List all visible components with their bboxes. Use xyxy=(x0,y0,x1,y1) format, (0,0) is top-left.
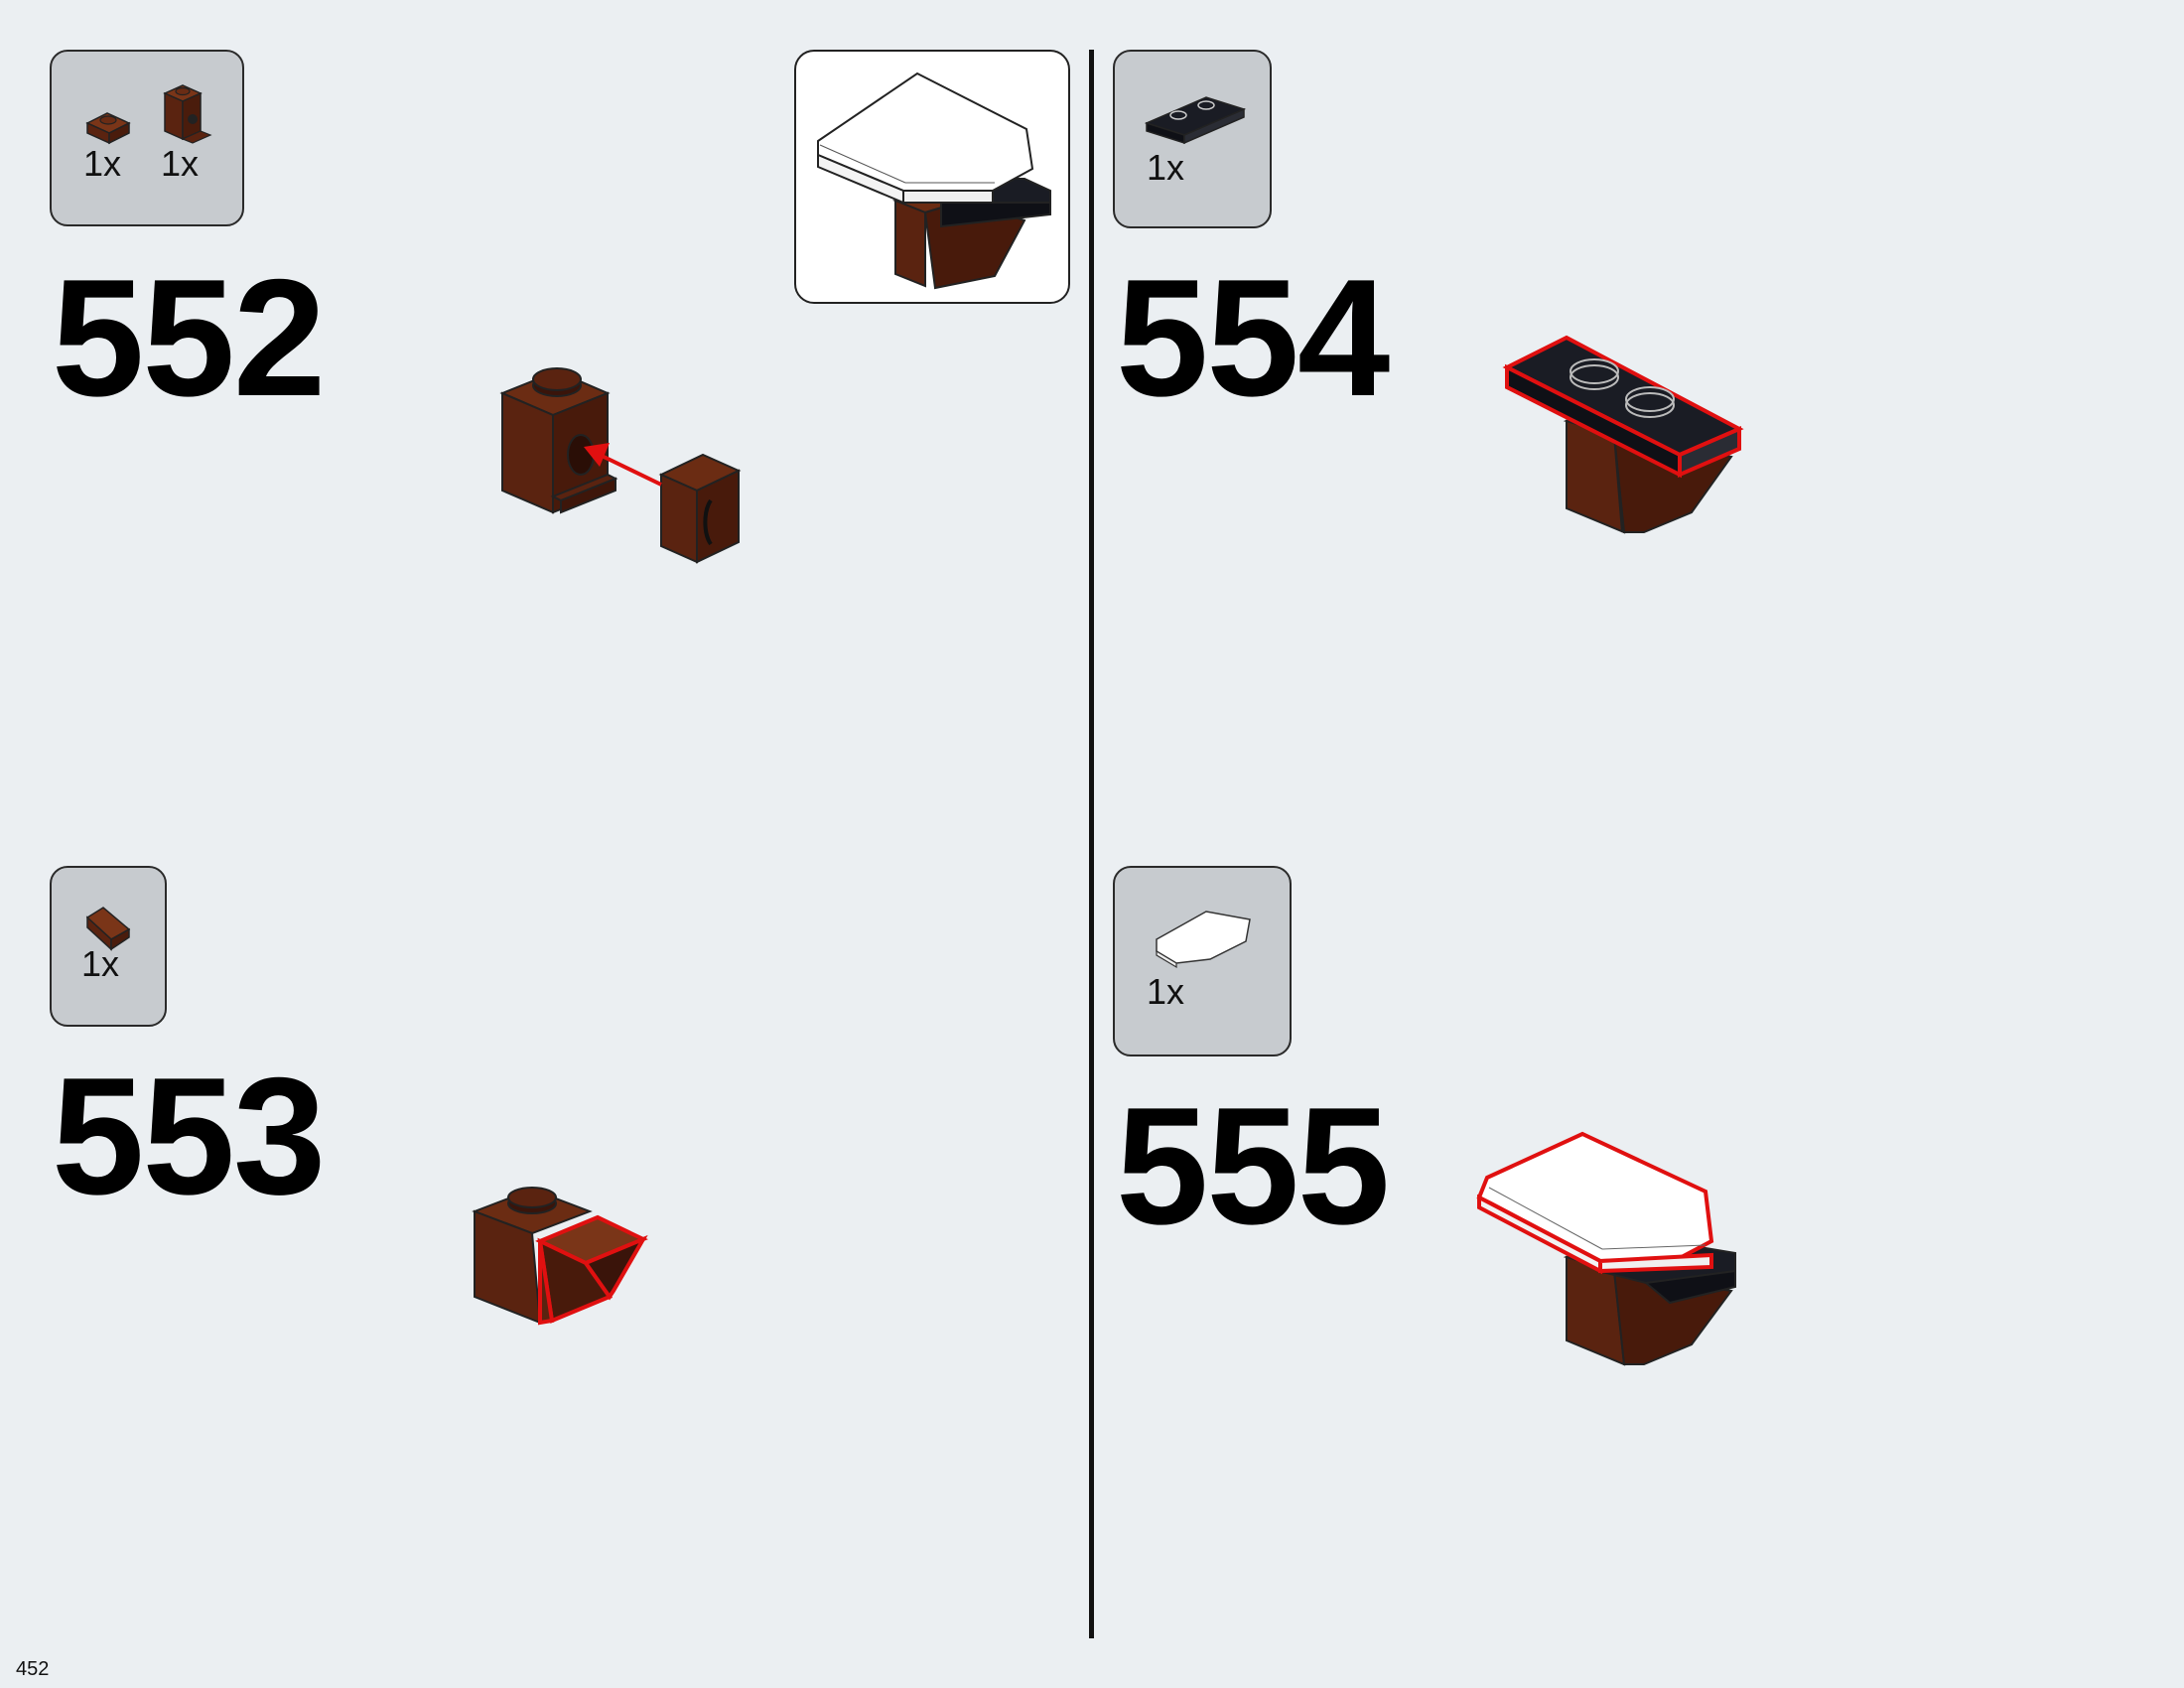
step-number-554: 554 xyxy=(1116,244,1390,431)
step-number-553: 553 xyxy=(52,1043,326,1229)
step-number-552: 552 xyxy=(52,244,326,431)
page-divider xyxy=(1089,50,1094,1638)
brown-plate-icon xyxy=(85,112,131,145)
parts-list-554: 1x xyxy=(1113,50,1272,228)
step-number-555: 555 xyxy=(1116,1072,1390,1259)
parts-list-553: 1x xyxy=(50,866,167,1027)
brown-bracket-icon xyxy=(163,84,212,144)
black-plate-icon xyxy=(1144,96,1247,145)
parts-list-555: 1x xyxy=(1113,866,1292,1056)
parts-list-552: 1x 1x xyxy=(50,50,244,226)
preview-model xyxy=(817,71,1051,290)
part-qty: 1x xyxy=(83,143,122,184)
brown-slope-icon xyxy=(85,907,131,951)
page-number: 452 xyxy=(16,1658,50,1680)
part-qty: 1x xyxy=(1147,971,1185,1012)
part-qty: 1x xyxy=(161,143,200,184)
preview-callout xyxy=(794,50,1070,304)
part-qty: 1x xyxy=(81,943,120,984)
white-wedge-icon xyxy=(1156,911,1251,969)
part-qty: 1x xyxy=(1147,147,1185,188)
